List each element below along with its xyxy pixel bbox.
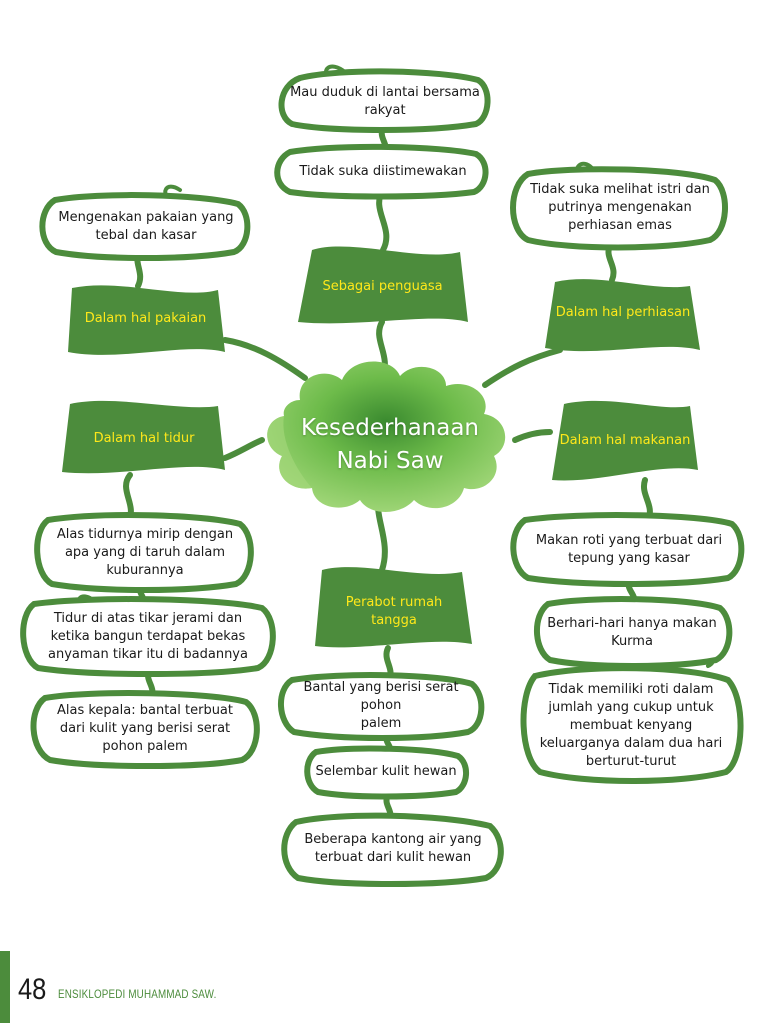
bubble-makanan-3 bbox=[520, 665, 744, 784]
page-number: 48 bbox=[18, 973, 47, 1006]
item-tidur-1: Alas tidurnya mirip dengan apa yang di t… bbox=[56, 527, 234, 578]
bubble-pakaian-1 bbox=[39, 192, 251, 261]
category-penguasa-label: Sebagai penguasa bbox=[322, 279, 443, 294]
bubble-tidur-2 bbox=[20, 596, 276, 677]
banner-perabot bbox=[315, 567, 472, 648]
banner-makanan bbox=[552, 400, 698, 481]
category-pakaian-label: Dalam hal pakaian bbox=[84, 311, 207, 326]
vine-tidur-center bbox=[222, 437, 265, 461]
center-title: Kesederhanaan Nabi Saw bbox=[300, 415, 480, 474]
banner-pakaian bbox=[68, 285, 225, 355]
bubble-tidur-3 bbox=[30, 690, 260, 769]
vine-makanan-center bbox=[512, 429, 553, 443]
vine-pakaian-center bbox=[222, 337, 308, 381]
item-makanan-3: Tidak memiliki roti dalam jumlah yang cu… bbox=[539, 682, 723, 769]
category-tidur-label: Dalam hal tidur bbox=[93, 431, 195, 446]
item-tidur-2: Tidur di atas tikar jerami dan ketika ba… bbox=[48, 611, 248, 662]
banner-tidur bbox=[62, 400, 225, 474]
bubble-penguasa-2 bbox=[274, 143, 489, 200]
item-penguasa-2: Tidak suka diistimewakan bbox=[299, 164, 467, 179]
category-perhiasan-label: Dalam hal perhiasan bbox=[555, 305, 691, 320]
item-perabot-1: Bantal yang berisi serat pohon palem bbox=[303, 680, 459, 731]
banner-perhiasan bbox=[545, 279, 700, 352]
book-title: ENSIKLOPEDI MUHAMMAD SAW. bbox=[58, 987, 217, 1001]
item-perhiasan-1: Tidak suka melihat istri dan putrinya me… bbox=[530, 182, 710, 233]
bubble-perhiasan-1 bbox=[510, 166, 729, 251]
bubble-perabot-2 bbox=[304, 745, 469, 800]
banner-penguasa bbox=[298, 246, 468, 324]
bubble-outlines bbox=[20, 68, 745, 887]
bubble-penguasa-1 bbox=[278, 68, 491, 133]
item-penguasa-1: Mau duduk di lantai bersama rakyat bbox=[290, 85, 480, 118]
vine-perhiasan-center bbox=[482, 347, 563, 388]
category-perabot-label: Perabot rumah tangga bbox=[345, 595, 443, 628]
item-pakaian-1: Mengenakan pakaian yang tebal dan kasar bbox=[58, 210, 234, 243]
category-makanan-label: Dalam hal makanan bbox=[559, 433, 691, 448]
bubble-perabot-3 bbox=[281, 812, 504, 887]
bubble-makanan-2 bbox=[533, 596, 733, 669]
bubble-perabot-1 bbox=[277, 672, 485, 741]
item-makanan-1: Makan roti yang terbuat dari tepung yang… bbox=[535, 533, 723, 566]
item-perabot-3: Beberapa kantong air yang terbuat dari k… bbox=[304, 832, 482, 865]
item-tidur-3: Alas kepala: bantal terbuat dari kulit y… bbox=[56, 703, 233, 754]
item-perabot-2: Selembar kulit hewan bbox=[315, 764, 457, 779]
footer-accent-bar bbox=[0, 951, 10, 1023]
center-cloud bbox=[267, 361, 506, 512]
item-makanan-2: Berhari-hari hanya makan Kurma bbox=[547, 616, 717, 649]
bubble-makanan-1 bbox=[510, 512, 745, 587]
bubble-tidur-1 bbox=[34, 512, 254, 593]
category-banners bbox=[62, 246, 700, 648]
